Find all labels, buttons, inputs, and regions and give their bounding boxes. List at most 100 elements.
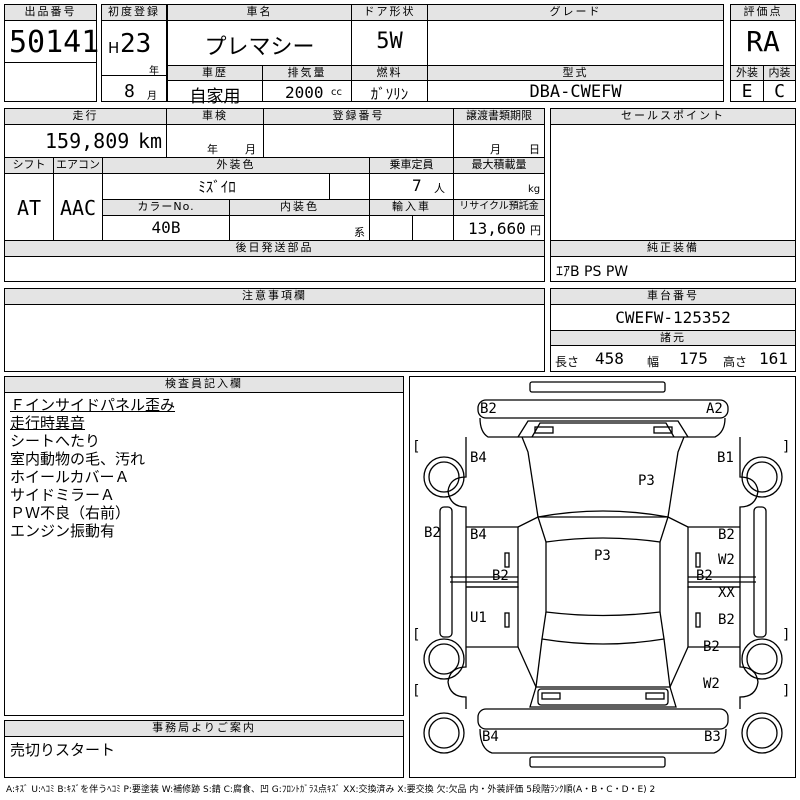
inspector-line: 室内動物の毛、汚れ [10, 450, 146, 468]
office-value: 売切りスタート [10, 741, 116, 759]
car-name-label: 車名 [168, 5, 351, 21]
score-cell: 評価点 RA [730, 4, 796, 66]
capacity-value: 7 [412, 176, 422, 195]
inspector-line: サイドミラーＡ [10, 486, 116, 504]
inspector-line: ホイールカバーＡ [10, 468, 130, 486]
int-score: C [774, 81, 785, 102]
int-color-label: 内装色 [230, 200, 369, 216]
damage-mark: B2 [703, 639, 720, 655]
reg-no-label: 登録番号 [264, 109, 453, 125]
dims-wid: 175 [679, 349, 708, 368]
import-cell: 輸入車 [369, 199, 454, 241]
dims-label: 諸元 [551, 330, 795, 346]
dims-len-label: 長さ [555, 355, 580, 369]
capacity-label: 乗車定員 [370, 158, 453, 174]
displacement-cell: 排気量 2000 cc [262, 65, 352, 102]
inspector-label: 検査員記入欄 [5, 377, 403, 393]
chassis-value: CWEFW-125352 [615, 308, 731, 327]
legend: A:ｷｽﾞ U:ﾍｺﾐ B:ｷｽﾞを伴うﾍｺﾐ P:要塗装 W:補修跡 S:錆 … [6, 785, 656, 795]
lot-value: 50141 [9, 25, 100, 60]
damage-mark: W2 [718, 552, 735, 568]
sales-point-label: セールスポイント [551, 109, 795, 125]
displacement-label: 排気量 [263, 66, 351, 81]
bracket: ] [782, 439, 791, 455]
chassis-label: 車台番号 [551, 289, 795, 305]
capacity-unit: 人 [434, 182, 445, 195]
mileage-label: 走行 [5, 109, 166, 125]
transfer-label: 譲渡書類期限 [454, 109, 544, 125]
model-value: DBA-CWEFW [529, 82, 622, 102]
lot-cell: 出品番号 50141 [4, 4, 100, 102]
header-block: 出品番号 50141 初度登録 H 23 年 8 月 車名 プレマシー ドア形状… [4, 4, 796, 107]
ext-color-label: 外装色 [103, 158, 369, 174]
office-label: 事務局よりご案内 [5, 721, 403, 737]
damage-mark: A2 [706, 401, 723, 417]
grade-cell: グレード [427, 4, 724, 66]
displacement-unit: cc [331, 87, 342, 98]
equipment-label: 純正装備 [551, 241, 795, 257]
later-parts-label: 後日発送部品 [5, 241, 544, 257]
aircon-cell: エアコン AAC [53, 157, 103, 241]
dims-hei: 161 [759, 349, 788, 368]
grade-label: グレード [428, 5, 723, 21]
chassis-cell: 車台番号 CWEFW-125352 諸元 長さ 458 幅 175 高さ 161 [550, 288, 796, 372]
transfer-month-unit: 月 [490, 143, 501, 156]
damage-mark: B2 [492, 568, 509, 584]
damage-mark: B2 [480, 401, 497, 417]
bracket: [ [412, 439, 421, 455]
notes-label: 注意事項欄 [5, 289, 544, 305]
int-label: 内装 [764, 66, 795, 81]
dims-len: 458 [595, 349, 624, 368]
damage-mark: B3 [704, 729, 721, 745]
recycle-unit: 円 [530, 224, 541, 237]
transfer-cell: 譲渡書類期限 月 日 [453, 108, 545, 158]
bracket: [ [412, 683, 421, 699]
dims-wid-label: 幅 [647, 355, 660, 369]
era: H [108, 39, 120, 57]
damage-mark: B2 [718, 527, 735, 543]
model-cell: 型式 DBA-CWEFW [427, 65, 724, 102]
inspector-line: ＰＷ不良（右前） [10, 504, 131, 522]
inspector-line: シートへたり [10, 432, 101, 450]
inspector-cell: 検査員記入欄 Ｆインサイドパネル歪み 走行時異音 シートへたり 室内動物の毛、汚… [4, 376, 404, 716]
displacement-value: 2000 [285, 83, 324, 102]
car-name-value: プレマシー [204, 35, 315, 60]
car-name-cell: 車名 プレマシー [167, 4, 352, 66]
inspection-month-unit: 月 [245, 143, 256, 156]
damage-mark: B2 [696, 568, 713, 584]
color-no-cell: カラーNo. 40B [102, 199, 230, 241]
damage-mark: XX [718, 585, 735, 601]
first-reg-label: 初度登録 [102, 5, 166, 21]
reg-no-cell: 登録番号 [263, 108, 454, 158]
import-label: 輸入車 [370, 200, 453, 216]
ext-label: 外装 [731, 66, 764, 81]
damage-mark: B2 [424, 525, 441, 541]
fuel-label: 燃料 [352, 66, 427, 81]
damage-mark: P3 [638, 473, 655, 489]
mileage-value: 159,809 [45, 129, 130, 153]
damage-mark: B1 [717, 450, 734, 466]
bracket: [ [412, 627, 421, 643]
car-outline [423, 381, 783, 768]
dims-hei-label: 高さ [723, 355, 748, 369]
door-label: ドア形状 [352, 5, 427, 21]
color-no-label: カラーNo. [103, 200, 229, 216]
history-cell: 車歴 自家用 [167, 65, 263, 107]
door-value: 5W [376, 29, 403, 54]
bracket: ] [782, 627, 791, 643]
recycle-label: リサイクル預託金 [454, 200, 544, 216]
inspector-line: 走行時異音 [10, 414, 86, 432]
equipment-value: ｴｱB PS PW [556, 264, 629, 280]
inspector-line: Ｆインサイドパネル歪み [10, 396, 176, 414]
inspector-line: エンジン振動有 [10, 522, 116, 540]
ext-color-cell: 外装色 ﾐｽﾞｲﾛ [102, 157, 370, 200]
ext-score: E [741, 81, 753, 102]
ext-int-cell: 外装 内装 E C [730, 65, 796, 102]
mileage-cell: 走行 159,809 km [4, 108, 167, 158]
damage-mark: B4 [482, 729, 499, 745]
history-value: 自家用 [189, 87, 241, 107]
inspection-cell: 車検 年 月 [166, 108, 264, 158]
aircon-label: エアコン [54, 158, 102, 174]
shift-value: AT [16, 196, 42, 220]
car-diagram: [ ] [ ] [ ] B2 A2 B4 B1 P3 B2 B4 P3 B2 W… [409, 376, 796, 778]
